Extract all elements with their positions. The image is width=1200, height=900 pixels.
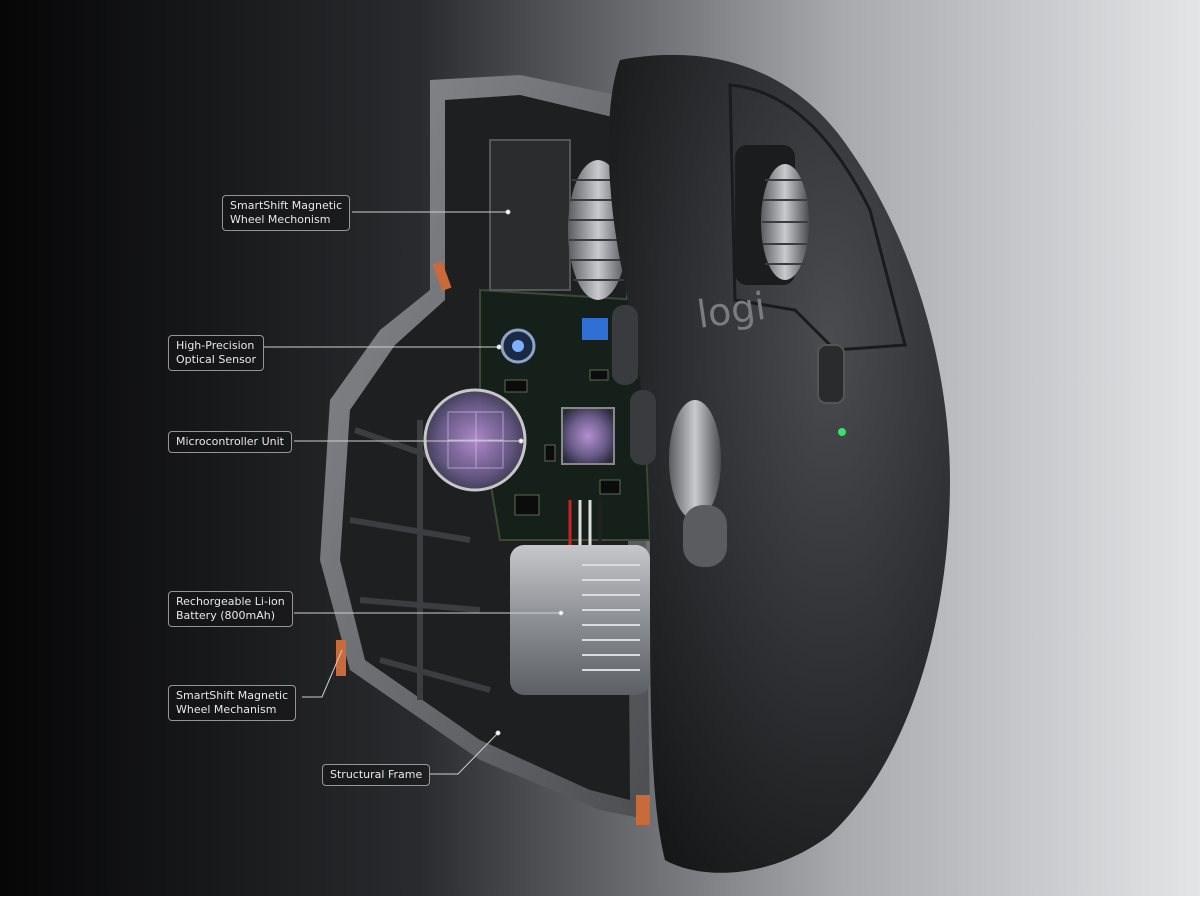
callout-optical-sensor: High-Precision Optical Sensor (168, 335, 265, 371)
mouse-shell (608, 54, 950, 873)
callout-line: SmartShift Magnetic (230, 199, 343, 212)
callout-line: Battery (800mAh) (176, 609, 275, 622)
callout-wheel-mechanism: SmartShift Magnetic Wheel Mechonism (222, 195, 351, 231)
orange-accent-bottom (336, 640, 346, 676)
leader-line-structural-frame (430, 732, 499, 775)
callout-microcontroller: Microcontroller Unit (168, 431, 292, 453)
callout-line: Optical Sensor (176, 353, 257, 366)
scroll-wheel-knurl (762, 179, 808, 265)
status-led (838, 428, 846, 436)
blue-switch (582, 318, 608, 340)
thumb-button-front (683, 505, 727, 567)
thumb-button-back (612, 305, 638, 385)
chip-die-detail (447, 411, 504, 469)
thumb-wheel (669, 400, 721, 520)
battery-wires (568, 500, 602, 545)
callout-line: Wheel Mechanism (176, 703, 277, 716)
gesture-button (630, 390, 656, 465)
orange-accent-base (636, 795, 650, 825)
orange-accent-top (432, 261, 452, 291)
callout-line: SmartShift Magnetic (176, 689, 289, 702)
wheel-bracket (489, 139, 571, 291)
button-seam (728, 83, 907, 352)
microcontroller-chip (561, 407, 615, 465)
callout-line: High-Precision (176, 339, 255, 352)
battery (510, 545, 650, 695)
callout-line: Structural Frame (330, 768, 423, 781)
brand-logo: logi (694, 284, 768, 337)
callout-line: Microcontroller Unit (176, 435, 284, 448)
battery-wrap-lines (582, 564, 640, 671)
callout-line: Rechorgeable Li-ion (176, 595, 285, 608)
sensor-lens (512, 340, 524, 352)
callout-structural-frame: Structural Frame (322, 764, 431, 786)
callout-line: Wheel Mechonism (230, 213, 331, 226)
callout-battery: Rechorgeable Li-ion Battery (800mAh) (168, 591, 293, 627)
mode-shift-button (817, 344, 845, 404)
leader-line-wheel-mechanism-2 (302, 649, 343, 698)
callout-wheel-mechanism-2: SmartShift Magnetic Wheel Mechanism (168, 685, 297, 721)
leader-lines (264, 209, 564, 775)
